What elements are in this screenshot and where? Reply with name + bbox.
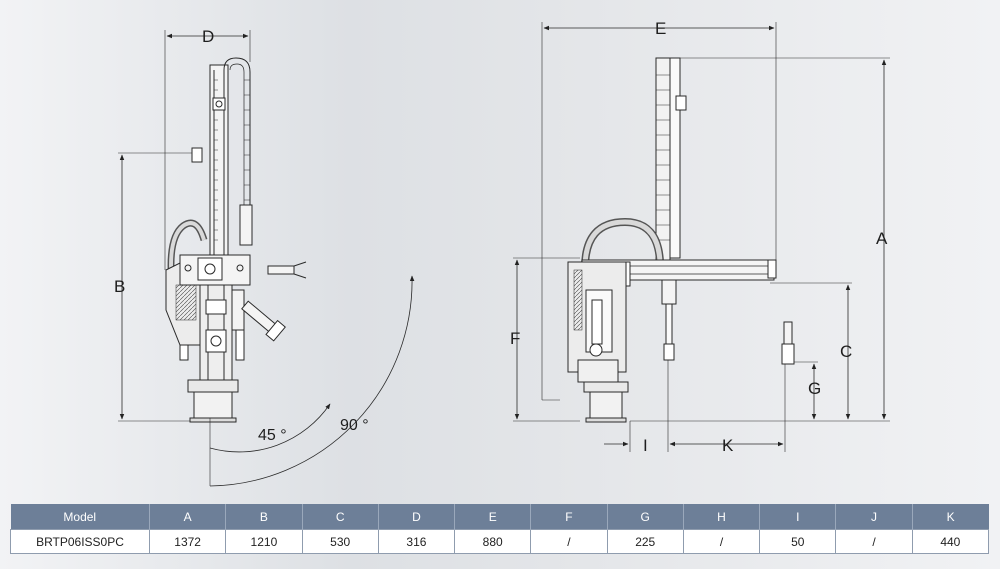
label-f: F [510,329,520,348]
header-c: C [301,504,379,530]
cell-h: / [682,529,761,554]
header-h: H [682,504,760,530]
label-i: I [643,436,648,455]
technical-drawing: D B 45 ° 90 ° [114,19,890,487]
label-d: D [202,27,214,46]
header-b: B [225,504,303,530]
header-i: I [759,504,836,530]
label-e: E [655,19,666,38]
table-row: BRTP06ISS0PC 1372 1210 530 316 880 / 225… [10,529,990,554]
header-k: K [911,504,989,530]
header-f: F [530,504,608,530]
side-view [118,30,415,487]
label-k: K [722,436,734,455]
cell-k: 440 [911,529,990,554]
spec-table-header: Model A B C D E F G H I J K [10,504,989,530]
label-b: B [114,277,125,296]
label-a: A [876,229,888,248]
cell-i: 50 [759,529,837,554]
cell-f: / [530,529,608,554]
angle-90-label: 90 ° [340,417,369,434]
spec-table: Model A B C D E F G H I J K BRTP06ISS0PC… [10,504,990,554]
cell-d: 316 [377,529,456,554]
cell-model: BRTP06ISS0PC [10,529,150,554]
cell-j: / [835,529,913,554]
front-view [513,22,890,452]
cell-a: 1372 [148,529,227,554]
cell-c: 530 [301,529,379,554]
header-d: D [377,504,455,530]
header-j: J [835,504,913,530]
label-c: C [840,342,852,361]
angle-45-label: 45 ° [258,427,287,444]
label-g: G [808,379,821,398]
header-g: G [606,504,684,530]
cell-e: 880 [454,529,532,554]
header-a: A [148,504,226,530]
header-model: Model [10,504,150,530]
cell-b: 1210 [225,529,303,554]
cell-g: 225 [606,529,684,554]
header-e: E [454,504,531,530]
